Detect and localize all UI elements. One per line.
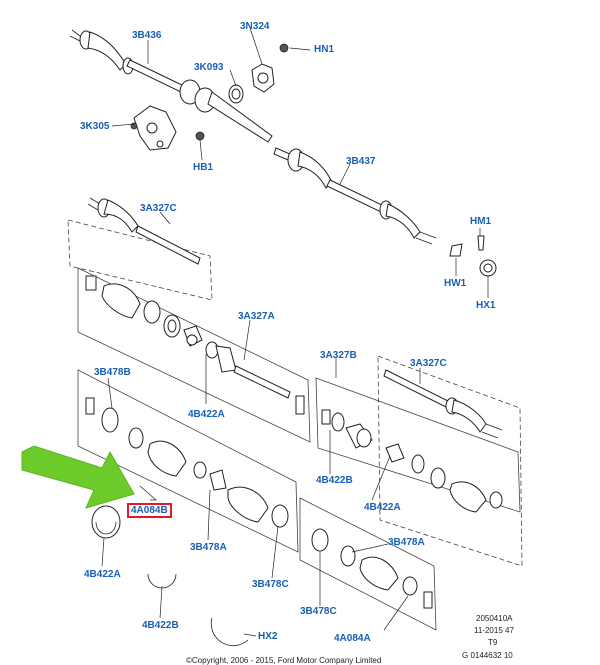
- callout-hn1: HN1: [314, 44, 335, 55]
- assembly-lower-right: [299, 497, 437, 631]
- reference-code: 2050410A: [476, 614, 513, 623]
- callout-3k093: 3K093: [194, 62, 224, 73]
- callout-3a327b: 3A327B: [320, 350, 357, 361]
- callout-4b422b-mid: 4B422B: [316, 475, 353, 486]
- halfshaft-3b437: [273, 147, 437, 245]
- assembly-3a327c-upper: [67, 197, 213, 301]
- callout-hm1: HM1: [470, 216, 492, 227]
- assembly-3a327b: [315, 377, 521, 513]
- callout-hw1: HW1: [444, 278, 467, 289]
- callout-3b478c-mid: 3B478C: [252, 579, 289, 590]
- callout-4b422a-mid: 4B422A: [188, 409, 225, 420]
- callout-3n324: 3N324: [240, 21, 270, 32]
- callout-3b478a-right: 3B478A: [388, 537, 425, 548]
- hardware-hm1-hw1-hx1: [449, 235, 497, 277]
- callout-hb1: HB1: [193, 162, 214, 173]
- callout-3a327c-top: 3A327C: [140, 203, 177, 214]
- callout-3b478a-left: 3B478A: [190, 542, 227, 553]
- bracket-3n324: [251, 43, 289, 93]
- callout-3b436: 3B436: [132, 30, 162, 41]
- assembly-3a327c-right: [377, 355, 523, 567]
- callout-4a084a: 4A084A: [334, 633, 371, 644]
- callout-3a327c-right: 3A327C: [410, 358, 447, 369]
- halfshaft-3b436: [69, 29, 273, 143]
- callout-hx1: HX1: [476, 300, 496, 311]
- callout-3k305: 3K305: [80, 121, 110, 132]
- callout-4b422a-right: 4B422A: [364, 502, 401, 513]
- reference-date: 11-2015 47: [474, 626, 514, 635]
- leader-lines: [101, 27, 489, 637]
- copyright-notice: ©Copyright, 2006 - 2015, Ford Motor Comp…: [186, 656, 382, 665]
- callout-4b422b-left: 4B422B: [142, 620, 179, 631]
- callout-hx2: HX2: [258, 631, 278, 642]
- callout-3b478b: 3B478B: [94, 367, 131, 378]
- callout-3a327a: 3A327A: [238, 311, 275, 322]
- reference-number: G 0144632 10: [462, 651, 513, 660]
- reference-model: T9: [488, 638, 498, 647]
- callout-3b437: 3B437: [346, 156, 376, 167]
- loose-clips: [91, 505, 249, 647]
- callout-4b422a-left: 4B422A: [84, 569, 121, 580]
- callout-4a084b-highlighted[interactable]: 4A084B: [127, 503, 172, 518]
- callout-3b478c-right: 3B478C: [300, 606, 337, 617]
- assembly-lower-left: [77, 369, 299, 553]
- pointer-arrow-icon: [21, 445, 135, 509]
- assembly-3a327a: [77, 267, 311, 443]
- bracket-3k305: [130, 105, 205, 151]
